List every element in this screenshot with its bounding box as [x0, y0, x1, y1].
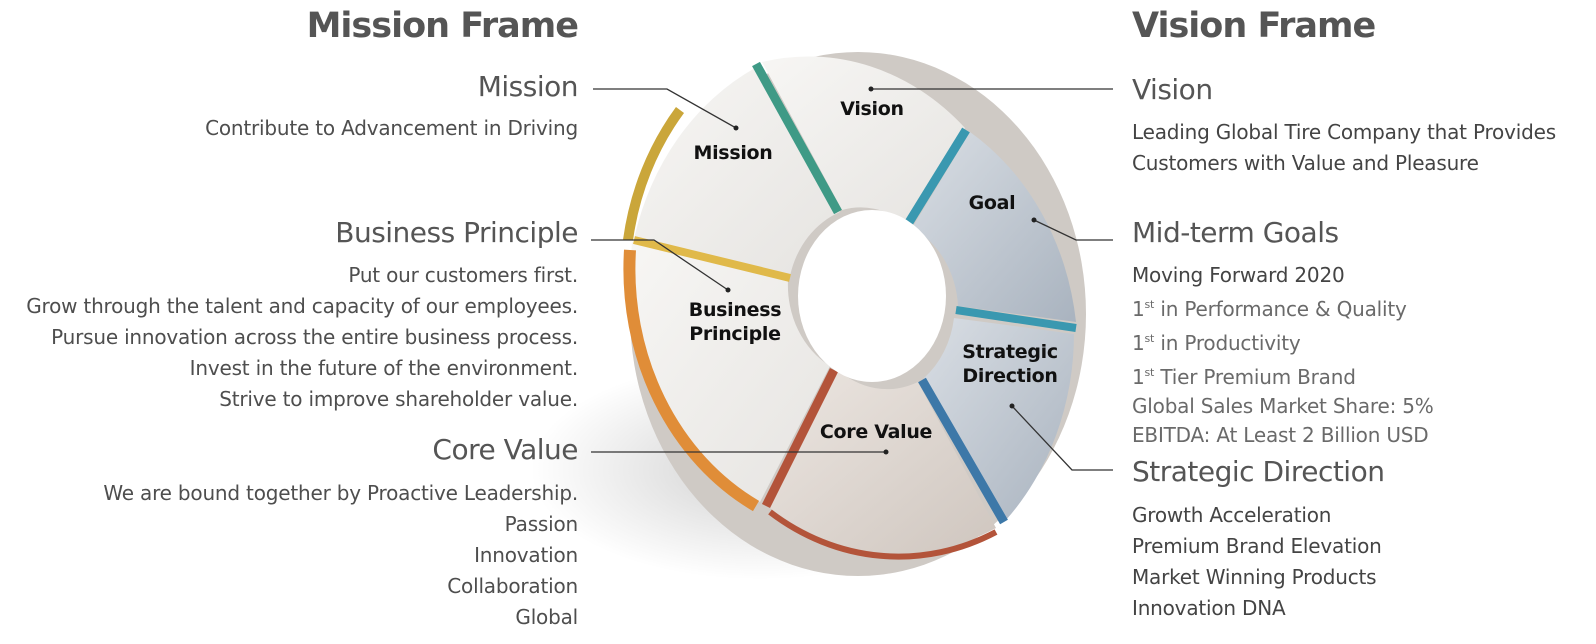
business-principle-line: Pursue innovation across the entire busi…: [51, 325, 578, 349]
core-value-line: We are bound together by Proactive Leade…: [103, 481, 578, 505]
strategic-direction-line: Innovation DNA: [1132, 596, 1286, 620]
segment-label-strategic-2: Direction: [962, 365, 1057, 387]
connector-dot-mission: [733, 125, 739, 131]
edge-strategic: [918, 377, 1008, 525]
midterm-goals-heading: Mid-term Goals: [1132, 216, 1339, 249]
strategic-direction-heading: Strategic Direction: [1132, 455, 1385, 488]
segment-core-value: [770, 368, 996, 554]
segment-label-core-value: Core Value: [820, 421, 932, 443]
midterm-goal-item: 1st in Productivity: [1132, 331, 1301, 355]
midterm-metric: Global Sales Market Share: 5%: [1132, 394, 1434, 418]
connector-mission: [593, 88, 737, 129]
segment-business-principle: [631, 242, 830, 502]
midterm-subtitle: Moving Forward 2020: [1132, 263, 1345, 287]
business-principle-line: Put our customers first.: [348, 263, 578, 287]
strategic-direction-line: Growth Acceleration: [1132, 503, 1332, 527]
midterm-goals-lines: Moving Forward 2020 1st in Performance &…: [1132, 261, 1434, 450]
connector-strategic: [1011, 405, 1113, 471]
core-value-lines: We are bound together by Proactive Leade…: [103, 478, 578, 633]
segment-goal: [912, 132, 1076, 322]
segment-label-strategic-1: Strategic: [962, 341, 1058, 363]
edge-core-value: [761, 367, 839, 509]
business-principle-lines: Put our customers first. Grow through th…: [26, 260, 578, 415]
midterm-goal-item: 1st Tier Premium Brand: [1132, 365, 1356, 389]
edge-goal-lower: [955, 306, 1077, 332]
midterm-goal-item: 1st in Performance & Quality: [1132, 297, 1407, 321]
edge-mission: [623, 107, 685, 241]
core-value-line: Innovation: [474, 543, 578, 567]
segment-strategic-direction: [924, 318, 1074, 520]
connector-dot-business: [725, 287, 731, 293]
core-value-line: Passion: [504, 512, 579, 536]
segment-vision: [762, 56, 965, 222]
strategic-direction-line: Market Winning Products: [1132, 565, 1377, 589]
business-principle-line: Grow through the talent and capacity of …: [26, 294, 578, 318]
mission-line: Contribute to Advancement in Driving: [205, 116, 578, 140]
connector-goal: [1033, 219, 1113, 241]
segment-label-mission: Mission: [693, 142, 772, 164]
midterm-metric: EBITDA: At Least 2 Billion USD: [1132, 423, 1429, 447]
vision-heading: Vision: [1132, 73, 1213, 106]
mission-frame-title: Mission Frame: [306, 6, 579, 46]
core-value-heading: Core Value: [432, 433, 578, 466]
wheel-hole: [798, 210, 946, 382]
vision-lines: Leading Global Tire Company that Provide…: [1132, 117, 1556, 179]
edge-vision: [752, 61, 842, 215]
connector-dot-goal: [1031, 217, 1037, 223]
segment-label-vision: Vision: [840, 98, 904, 120]
mission-lines: Contribute to Advancement in Driving: [205, 113, 578, 144]
connector-dot-vision: [868, 86, 874, 92]
strategic-direction-line: Premium Brand Elevation: [1132, 534, 1382, 558]
edge-goal: [904, 127, 970, 227]
mission-heading: Mission: [477, 70, 579, 103]
business-principle-heading: Business Principle: [335, 216, 578, 249]
strategic-direction-lines: Growth Acceleration Premium Brand Elevat…: [1132, 500, 1382, 624]
core-value-line: Global: [515, 605, 578, 629]
core-value-line: Collaboration: [447, 574, 578, 598]
vision-line: Customers with Value and Pleasure: [1132, 151, 1479, 175]
segment-mission: [634, 68, 840, 276]
edge-business-top: [633, 236, 791, 282]
edge-core-bottom: [768, 509, 998, 560]
business-principle-line: Invest in the future of the environment.: [189, 356, 579, 380]
connector-business: [591, 239, 729, 291]
vision-frame-title: Vision Frame: [1132, 6, 1376, 46]
segment-label-goal: Goal: [969, 192, 1016, 214]
edge-business: [623, 249, 760, 512]
connector-dot-strategic: [1009, 403, 1015, 409]
vision-line: Leading Global Tire Company that Provide…: [1132, 120, 1556, 144]
segment-label-business-1: Business: [689, 299, 781, 321]
segment-label-business-2: Principle: [689, 323, 780, 345]
connector-dot-core-value: [883, 449, 889, 455]
business-principle-line: Strive to improve shareholder value.: [219, 387, 578, 411]
